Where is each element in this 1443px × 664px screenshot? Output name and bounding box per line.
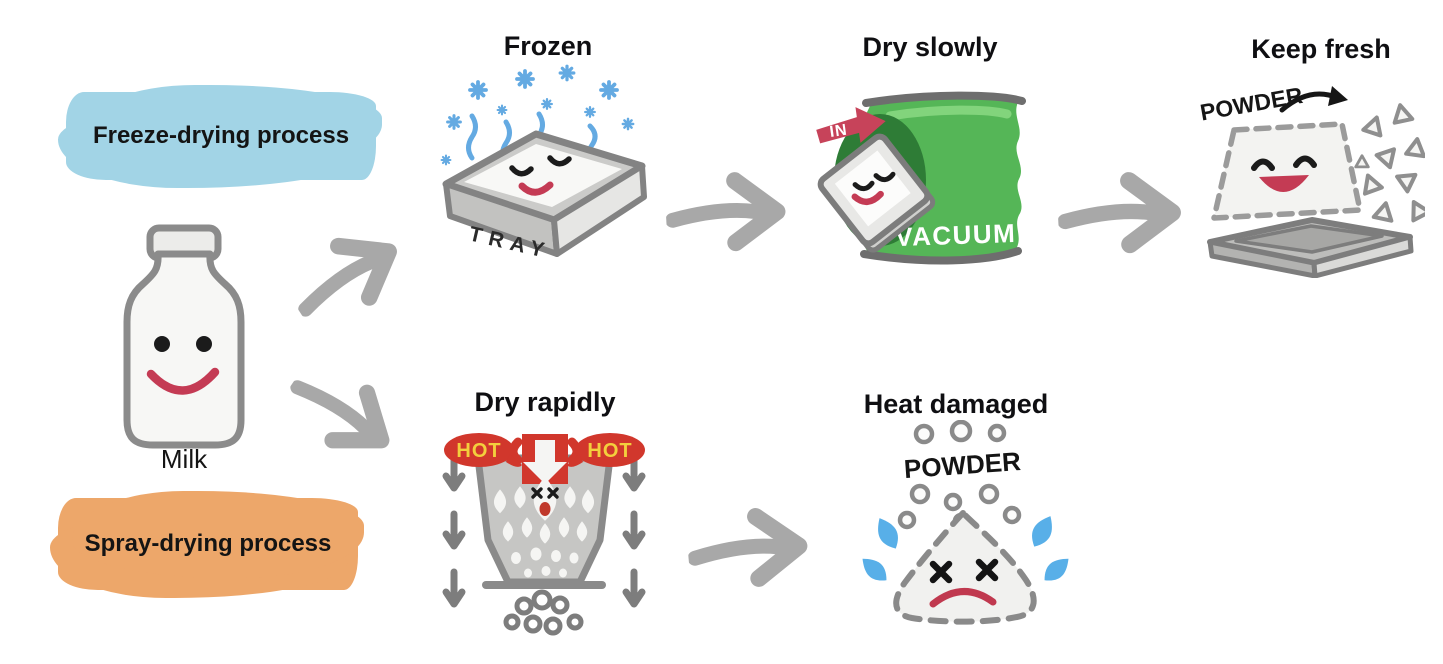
milk-caption: Milk [160,444,208,474]
brush-stroke [72,491,364,578]
milk-bottle-icon [123,224,245,449]
spray-dryer-icon: HOT HOT [436,433,652,636]
dry-slowly-title: Dry slowly [862,32,998,62]
hot-left-text: HOT [456,440,501,462]
freeze-process-label: Freeze-drying process [58,85,382,188]
tray-in-bag [817,133,936,253]
arrow-dry-rapidly-to-heat-damaged-icon [687,508,808,587]
arrow-milk-to-frozen-icon [298,237,397,317]
spray-process-label-text: Spray-drying process [84,530,332,557]
spray-process-label: Spray-drying process [50,491,364,598]
arrow-milk-to-dry-rapidly-icon [290,380,390,449]
hot-right-text: HOT [587,440,632,462]
in-badge-text: IN [829,122,849,141]
heat-damaged-icon: POWDER [860,420,1070,625]
vacuum-bag-icon: VACUUM IN [816,91,1026,265]
arrow-frozen-to-dry-slowly-icon [665,172,786,252]
vacuum-text: VACUUM [895,218,1017,252]
arrow-dry-slowly-to-keep-fresh-icon [1057,172,1181,254]
keep-fresh-title: Keep fresh [1251,34,1391,64]
brush-stroke [80,85,382,168]
freeze-process-label-text: Freeze-drying process [92,122,350,149]
hot-badge-left: HOT [444,433,522,467]
in-arrow-badge: IN [816,107,886,144]
frozen-title: Frozen [503,31,593,61]
dry-rapidly-title: Dry rapidly [474,387,616,417]
frozen-tray-icon: TRAY [440,64,647,262]
keep-fresh-icon: POWDER [1198,82,1425,278]
powder-text: POWDER [903,446,1022,484]
hot-badge-right: HOT [567,433,645,467]
heat-damaged-title: Heat damaged [863,389,1049,419]
